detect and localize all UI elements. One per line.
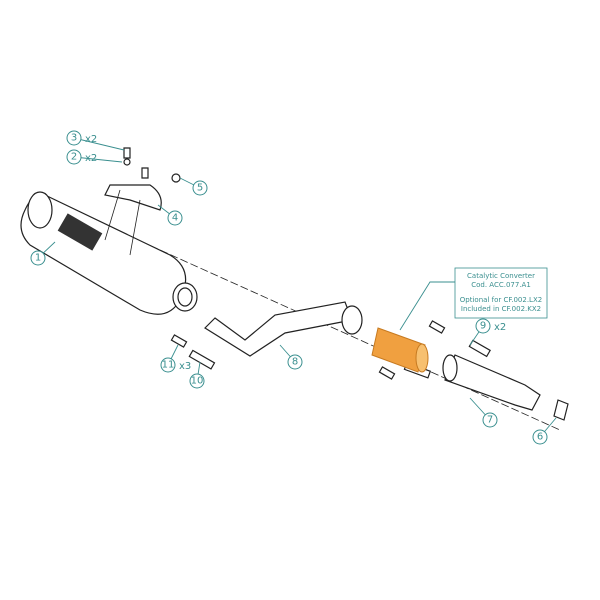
callout-circle: [30, 250, 46, 266]
callout-circle: [160, 357, 176, 373]
callout-circle: [192, 180, 208, 196]
screw-part: [123, 147, 131, 159]
callout-number: 11: [162, 360, 175, 371]
mid-pipe-part: [444, 354, 541, 411]
callout-2: 2 x2: [66, 149, 123, 165]
callout-6: 6: [532, 417, 557, 445]
quantity-label: x2: [494, 322, 506, 333]
converter-note-optional: Optional for CF.002.LX2: [460, 296, 542, 304]
callout-1: 1: [30, 241, 56, 266]
callout-4: 4: [157, 204, 183, 226]
clamp-part: [553, 399, 569, 421]
callout-5: 5: [179, 177, 208, 196]
callout-circle: [167, 210, 183, 226]
converter-note-title: Catalytic Converter: [467, 272, 535, 280]
callout-circle: [66, 149, 82, 165]
converter-note-code: Cod. ACC.077.A1: [471, 281, 531, 289]
leader-line: [73, 137, 125, 151]
quantity-label: x2: [85, 153, 97, 164]
washer-part: [123, 158, 131, 166]
callout-number: 9: [480, 321, 486, 332]
leader-line: [73, 156, 123, 163]
sleeve-part: [170, 334, 188, 348]
callout-number: 4: [172, 213, 178, 224]
converter-note-box: [454, 267, 548, 319]
callout-number: 6: [537, 432, 543, 443]
callout-circle: [287, 354, 303, 370]
quantity-label: x2: [85, 134, 97, 145]
callout-circle: [482, 412, 498, 428]
callout-number: 10: [191, 376, 204, 387]
callout-circle: [189, 373, 205, 389]
callout-number: 1: [35, 253, 41, 264]
callout-10: 10: [189, 361, 205, 389]
callout-3: 3 x2: [66, 130, 125, 151]
callout-number: 8: [292, 357, 298, 368]
link-pipe-part: [204, 301, 363, 357]
callout-number: 5: [197, 183, 203, 194]
callout-number: 3: [71, 133, 77, 144]
callout-9: 9 x2: [469, 318, 506, 346]
callout-11: 11 x3: [160, 344, 191, 373]
callout-circle: [532, 429, 548, 445]
silencer-part: [20, 191, 198, 315]
callout-circle: [66, 130, 82, 146]
converter-note-included: Included in CF.002.KX2: [461, 305, 541, 313]
catalytic-converter-part: [371, 327, 426, 373]
callout-7: 7: [469, 397, 498, 428]
brand-logo: [57, 213, 103, 251]
spring-part: [188, 349, 216, 370]
bracket-part: [104, 184, 162, 211]
callout-8: 8: [279, 344, 303, 370]
quantity-label: x3: [179, 361, 191, 372]
callout-number: 2: [71, 152, 77, 163]
callout-number: 7: [487, 415, 493, 426]
callout-circle: [475, 318, 491, 334]
